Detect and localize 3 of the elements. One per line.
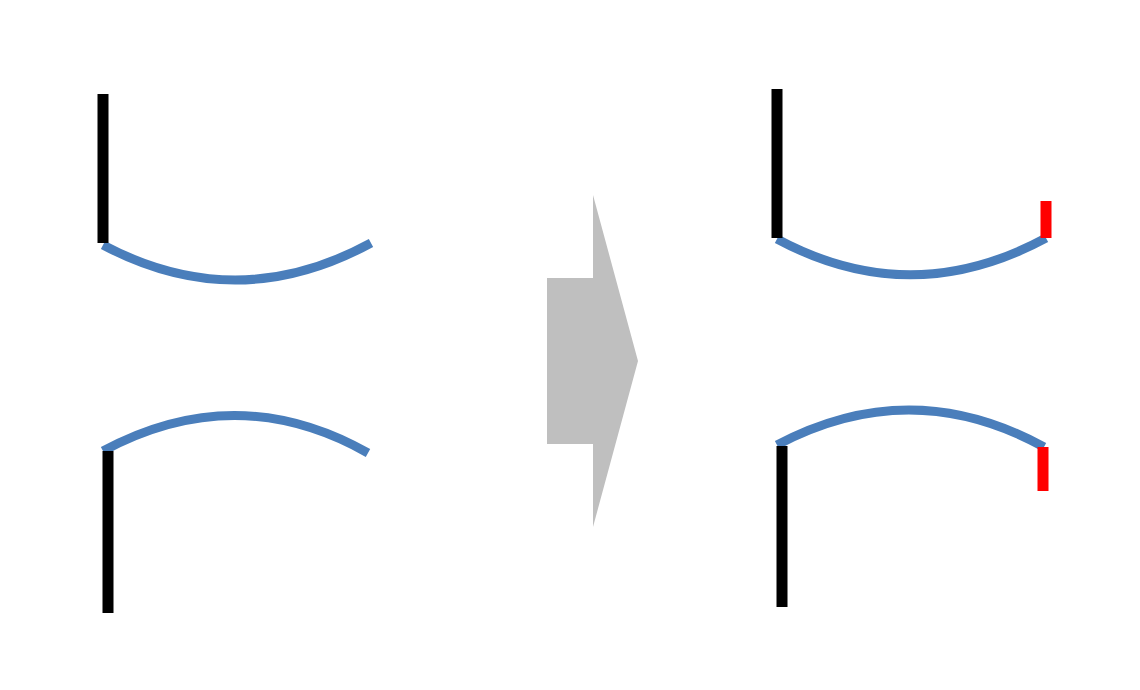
block-arrow [547, 195, 638, 527]
curved-line-drawing [771, 89, 1052, 607]
curved-line-drawing [97, 94, 373, 613]
